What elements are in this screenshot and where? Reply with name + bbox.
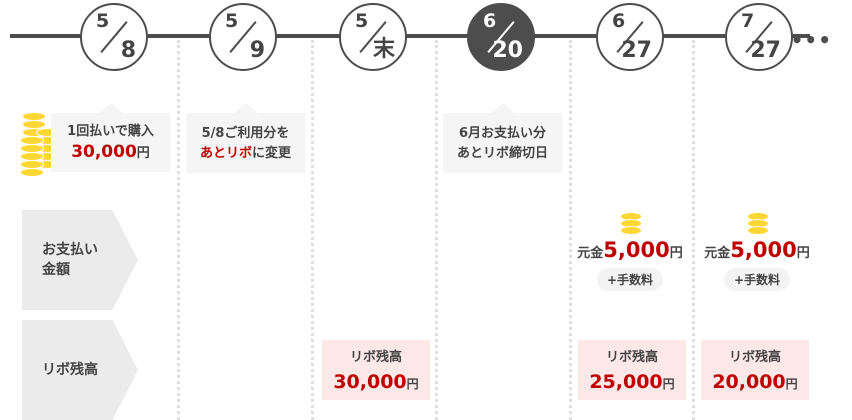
column-divider — [692, 40, 695, 420]
column-divider — [435, 40, 438, 420]
day: 9 — [249, 38, 265, 63]
unit: 円 — [785, 377, 798, 391]
deadline-text: 6月お支払い分 — [458, 126, 547, 141]
balance-amount: 25,000 — [589, 371, 663, 393]
change-text-rest: に変更 — [252, 146, 292, 161]
column-divider — [311, 40, 314, 420]
unit: 円 — [406, 377, 419, 391]
coin-icon — [697, 212, 817, 238]
timeline-line — [10, 34, 810, 38]
payment-7-27: 元金5,000円 +手数料 — [697, 212, 817, 291]
day: 8 — [120, 38, 136, 63]
row-label-balance: リボ残高 — [22, 320, 138, 420]
month: 6 — [483, 10, 497, 32]
change-callout: 5/8ご利用分を あとリボに変更 — [186, 103, 305, 173]
payment-6-27: 元金5,000円 +手数料 — [570, 212, 690, 291]
month: 5 — [355, 10, 369, 32]
month: 6 — [612, 10, 626, 32]
balance-amount: 30,000 — [333, 371, 407, 393]
balance-label: リボ残高 — [605, 350, 658, 365]
day: 末 — [372, 37, 395, 62]
purchase-text: 1回払いで購入 — [67, 124, 154, 139]
fee-pill: +手数料 — [723, 268, 791, 291]
balance-label: リボ残高 — [728, 350, 781, 365]
unit: 円 — [662, 377, 675, 391]
principal-label: 元金 — [577, 246, 604, 261]
balance-amount: 20,000 — [712, 371, 786, 393]
day: 20 — [492, 38, 523, 63]
principal-amount: 5,000 — [603, 238, 670, 262]
row-label-payment: お支払い 金額 — [22, 210, 138, 310]
month: 5 — [96, 10, 110, 32]
balance-7-27: リボ残高 20,000円 — [701, 340, 809, 400]
fee-pill: +手数料 — [596, 268, 664, 291]
purchase-callout: 1回払いで購入 30,000円 — [51, 103, 170, 172]
day: 27 — [750, 38, 781, 63]
column-divider — [177, 40, 180, 420]
change-text: 5/8ご利用分を — [201, 126, 290, 141]
column-divider — [569, 40, 572, 420]
month: 5 — [225, 10, 239, 32]
coin-icon — [570, 212, 690, 238]
continuation-dots: ••• — [790, 28, 832, 52]
balance-5-end: リボ残高 30,000円 — [322, 340, 430, 400]
unit: 円 — [796, 246, 810, 261]
month: 7 — [741, 10, 755, 32]
deadline-text: あとリボ締切日 — [456, 146, 548, 161]
atoribo-highlight: あとリボ — [199, 146, 252, 161]
principal-label: 元金 — [704, 246, 731, 261]
purchase-amount: 30,000 — [71, 142, 137, 162]
principal-amount: 5,000 — [730, 238, 797, 262]
unit: 円 — [669, 246, 683, 261]
balance-6-27: リボ残高 25,000円 — [578, 340, 686, 400]
day: 27 — [621, 38, 652, 63]
balance-label: リボ残高 — [349, 350, 402, 365]
unit: 円 — [136, 146, 150, 161]
coin-stack-icon — [20, 110, 60, 177]
deadline-callout: 6月お支払い分 あとリボ締切日 — [443, 103, 562, 173]
